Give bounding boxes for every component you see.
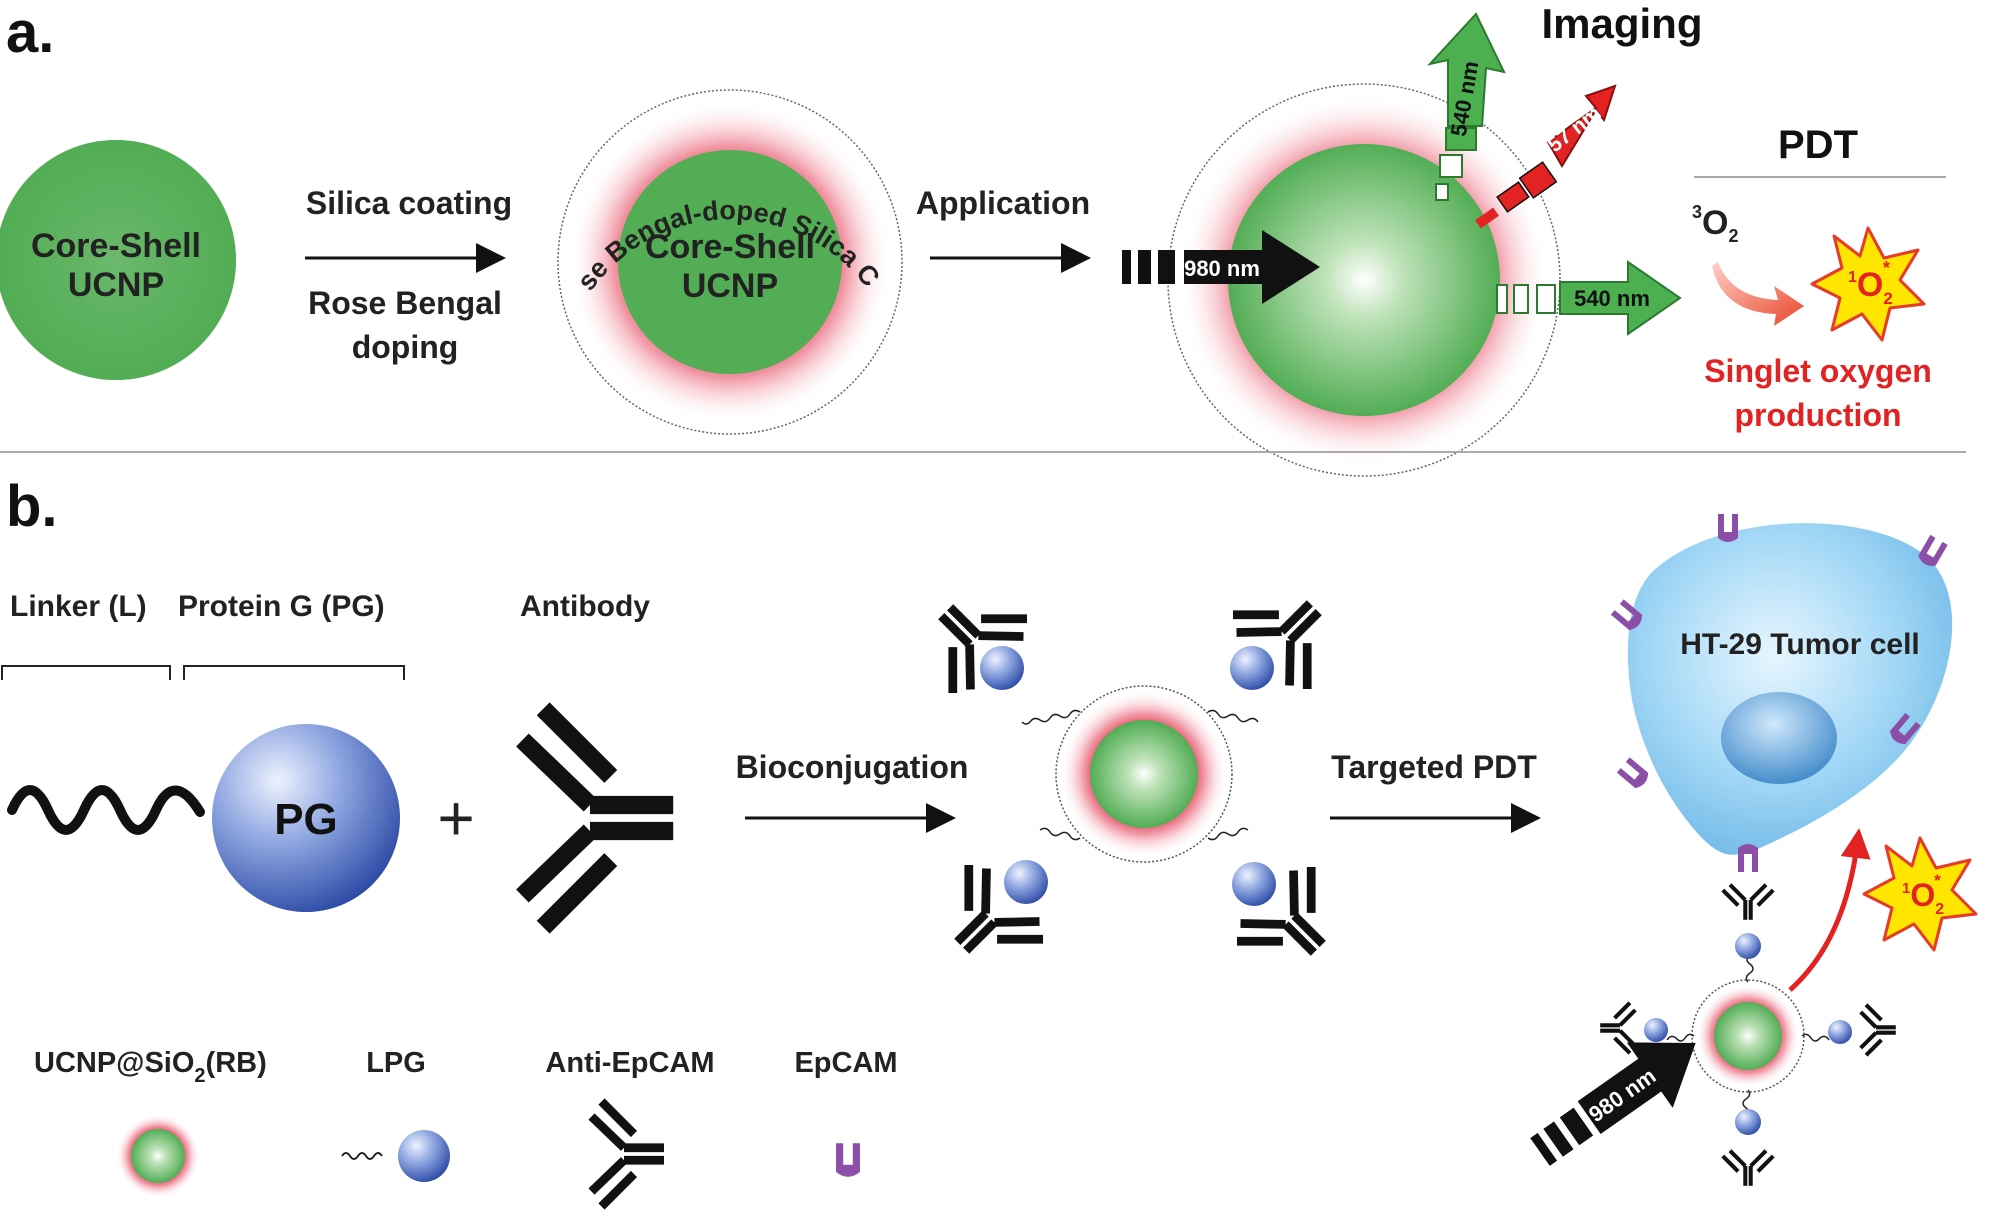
conversion-arrow — [1712, 262, 1804, 326]
legend-anti-epcam-icon — [592, 1102, 665, 1207]
epcam-receptor-6 — [1738, 844, 1758, 872]
tumor-nucleus — [1721, 692, 1837, 784]
ucnp-label-line1: Core-Shell — [31, 227, 201, 265]
bound-arm-bottom — [1723, 1089, 1773, 1186]
linker-label: Linker (L) — [10, 590, 147, 623]
singlet-oxygen-delivery-arrow — [1788, 828, 1871, 992]
conjugate-arm-bottom-left — [925, 827, 1081, 983]
green-emission-right-arrow: 540 nm — [1496, 260, 1682, 336]
legend-lpg-icon — [341, 1130, 450, 1182]
protein-g-sphere — [212, 724, 400, 912]
antibody-label: Antibody — [520, 590, 650, 623]
bound-arm-right — [1801, 1005, 1896, 1055]
coated-ucnp-label-line1: Core-Shell — [645, 228, 815, 266]
bound-arm-top — [1723, 885, 1773, 983]
bound-nanoparticle — [1691, 979, 1805, 1093]
emission-540-right-label: 540 nm — [1574, 286, 1650, 311]
triplet-oxygen: 3O2 — [1692, 202, 1738, 246]
tumor-cell-label: HT-29 Tumor cell — [1680, 628, 1920, 661]
linker-bracket — [1, 665, 171, 680]
tumor-cell — [1627, 523, 1953, 855]
epcam-receptor-1 — [1718, 514, 1738, 542]
plus-sign: + — [437, 782, 474, 854]
application-ucnp-core — [1228, 144, 1500, 416]
panel-a-label: a. — [6, 0, 54, 65]
rose-bengal-label-line2: doping — [352, 329, 459, 365]
legend-anti-epcam-label: Anti-EpCAM — [545, 1047, 714, 1079]
excitation-arrow-a: 980 nm — [1122, 230, 1320, 304]
pg-text: PG — [274, 795, 338, 844]
green-emission-up-arrow: 540 nm — [1427, 12, 1506, 201]
legend-lpg-label: LPG — [366, 1047, 426, 1079]
conjugate-arm-bottom-right — [1207, 827, 1355, 985]
emission-657-label: 657 nm — [1534, 102, 1605, 165]
legend-epcam-icon — [836, 1143, 860, 1177]
singlet-oxygen-b: 1O2* — [1902, 871, 1944, 918]
excitation-label-a: 980 nm — [1184, 256, 1260, 281]
large-antibody — [522, 709, 673, 927]
singlet-oxygen-a: 1O2* — [1848, 258, 1893, 308]
coated-ucnp-label-line2: UCNP — [682, 267, 778, 305]
protein-g-bracket — [183, 665, 405, 680]
conjugate-arm-top-right — [1207, 571, 1351, 723]
singlet-caption-line1: Singlet oxygen — [1704, 353, 1932, 389]
legend-ucnp-label: UCNP@SiO2(RB) — [34, 1047, 267, 1087]
imaging-title: Imaging — [1541, 0, 1702, 47]
protein-g-label: Protein G (PG) — [178, 590, 385, 623]
linker-wave — [7, 785, 205, 835]
conjugated-nanoparticle — [1055, 685, 1233, 863]
legend-epcam-label: EpCAM — [794, 1047, 897, 1079]
conjugate-arm-top-left — [909, 575, 1081, 725]
targeted-pdt-label: Targeted PDT — [1331, 749, 1537, 785]
legend-ucnp-icon — [116, 1114, 200, 1198]
bound-arm-left — [1600, 1003, 1695, 1053]
pdt-title: PDT — [1778, 123, 1858, 167]
excitation-arrow-b: 980 nm — [1530, 1042, 1696, 1166]
application-label: Application — [916, 185, 1090, 221]
bioconjugation-label: Bioconjugation — [736, 749, 969, 785]
ucnp-label-line2: UCNP — [68, 266, 164, 304]
epcam-receptor-5 — [1616, 757, 1652, 791]
panel-b-label: b. — [6, 474, 58, 539]
silica-coating-label: Silica coating — [306, 185, 512, 221]
singlet-caption-line2: production — [1734, 397, 1901, 433]
rose-bengal-label-line1: Rose Bengal — [308, 285, 502, 321]
